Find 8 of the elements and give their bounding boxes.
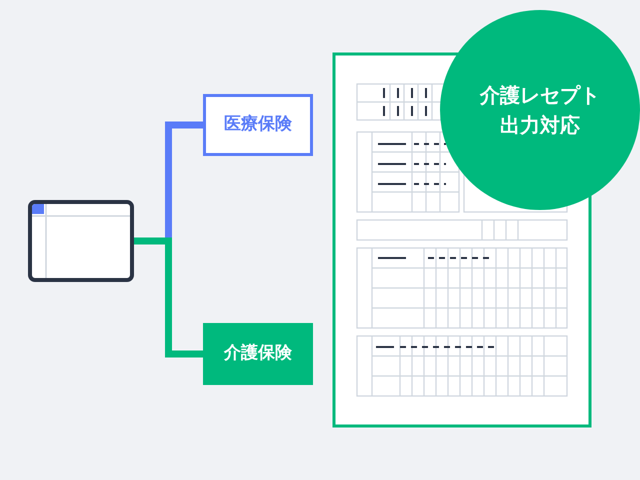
category-label: 介護保険	[224, 342, 292, 366]
connector-line	[134, 238, 203, 358]
badge-circle	[440, 10, 640, 210]
badge-text: 介護レセプト出力対応	[478, 82, 601, 139]
category-label: 医療保険	[224, 113, 292, 136]
app-window-icon	[28, 200, 134, 282]
category-box	[203, 323, 313, 385]
category-box	[203, 94, 313, 156]
